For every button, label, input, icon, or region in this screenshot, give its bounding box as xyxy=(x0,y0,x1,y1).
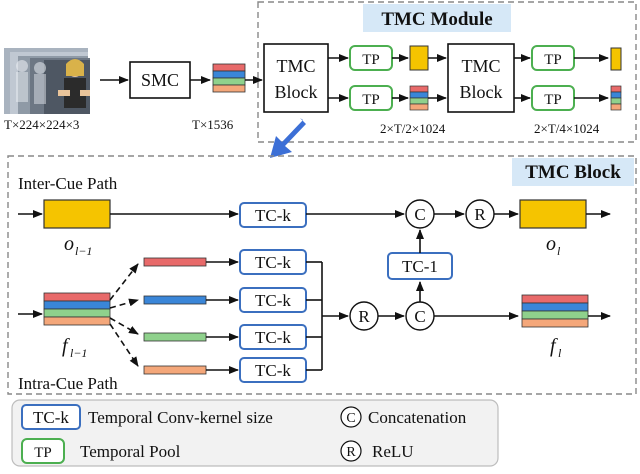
legend-r-text: ReLU xyxy=(372,442,414,461)
tck-intra-2-label: TC-k xyxy=(255,291,291,310)
tmc-block-panel xyxy=(7,155,637,395)
tmc-block-1-line-1: TMC xyxy=(276,56,315,76)
tck-intra-3-label: TC-k xyxy=(255,328,291,347)
tck-inter-label: TC-k xyxy=(255,206,291,225)
tck-inter xyxy=(239,202,307,228)
legend-r-icon xyxy=(340,440,362,462)
smc-out-dim-label: T×1536 xyxy=(192,117,234,132)
o-prev-feature xyxy=(43,199,111,229)
legend-r-icon-label: R xyxy=(346,445,356,460)
cue-strip-red xyxy=(143,257,207,267)
f-next-sub: l xyxy=(558,346,562,360)
multi-feature-1 xyxy=(409,85,429,111)
tp-label-2a: TP xyxy=(544,52,562,68)
zoom-arrow xyxy=(270,118,306,158)
smc-label: SMC xyxy=(141,70,179,90)
tp-label-2b: TP xyxy=(544,92,562,108)
legend-tck-text: Temporal Conv-kernel size xyxy=(88,408,273,427)
tmc-block-title: TMC Block xyxy=(525,162,621,183)
o-next-label: o xyxy=(546,233,556,255)
relu-label-intra: R xyxy=(358,307,370,326)
cue-strip-blue xyxy=(143,295,207,305)
legend-c-icon xyxy=(340,406,362,428)
dim-half-label: 2×T/2×1024 xyxy=(380,121,446,136)
smc-output-feature xyxy=(212,63,246,93)
f-prev-label: f xyxy=(62,335,70,357)
tc1-label: TC-1 xyxy=(402,257,438,276)
legend-tck-icon xyxy=(21,404,81,430)
input-dim-label: T×224×224×3 xyxy=(4,117,79,132)
f-prev-sub: l−1 xyxy=(70,346,87,360)
f-next-label: f xyxy=(550,335,558,357)
concat-label-inter: C xyxy=(414,205,425,224)
tp-label-1a: TP xyxy=(362,52,380,68)
o-prev-sub: l−1 xyxy=(75,244,92,258)
tck-intra-1-label: TC-k xyxy=(255,253,291,272)
tmc-block-title-bg xyxy=(512,158,634,186)
tmc-block-1-line-2: Block xyxy=(275,82,318,102)
legend-tp-text: Temporal Pool xyxy=(80,442,181,461)
visual-feature-2 xyxy=(610,47,622,71)
legend-c-text: Concatenation xyxy=(368,408,467,427)
tmc-module-title-bg xyxy=(363,4,511,32)
o-prev-label: o xyxy=(64,233,74,255)
legend-c-icon-label: C xyxy=(346,411,355,426)
tmc-block-2-line-1: TMC xyxy=(461,56,500,76)
intra-cue-label: Intra-Cue Path xyxy=(18,374,118,393)
tmc-block-2 xyxy=(447,43,515,113)
visual-feature-1 xyxy=(409,45,429,71)
tck-intra-4-label: TC-k xyxy=(255,361,291,380)
legend-tck-icon-label: TC-k xyxy=(33,408,69,427)
o-next-feature xyxy=(519,199,587,229)
tmc-module-panel xyxy=(257,1,637,143)
o-next-sub: l xyxy=(557,244,561,258)
legend-tp-icon-label: TP xyxy=(34,445,52,461)
dim-quarter-label: 2×T/4×1024 xyxy=(534,121,600,136)
tmc-block-2-line-2: Block xyxy=(460,82,503,102)
f-next-feature xyxy=(521,294,589,328)
f-prev-feature xyxy=(43,292,111,326)
cue-strip-green xyxy=(143,332,207,342)
legend-panel xyxy=(11,399,499,467)
inter-cue-label: Inter-Cue Path xyxy=(18,174,118,193)
tp-label-1b: TP xyxy=(362,92,380,108)
relu-label-inter: R xyxy=(474,205,486,224)
multi-feature-2 xyxy=(610,85,622,111)
concat-label-intra: C xyxy=(414,307,425,326)
tmc-block-1 xyxy=(263,43,329,113)
input-video-frames xyxy=(4,48,90,114)
tmc-module-title: TMC Module xyxy=(381,9,492,30)
cue-strip-orange xyxy=(143,365,207,375)
legend-tp-icon xyxy=(21,438,65,464)
